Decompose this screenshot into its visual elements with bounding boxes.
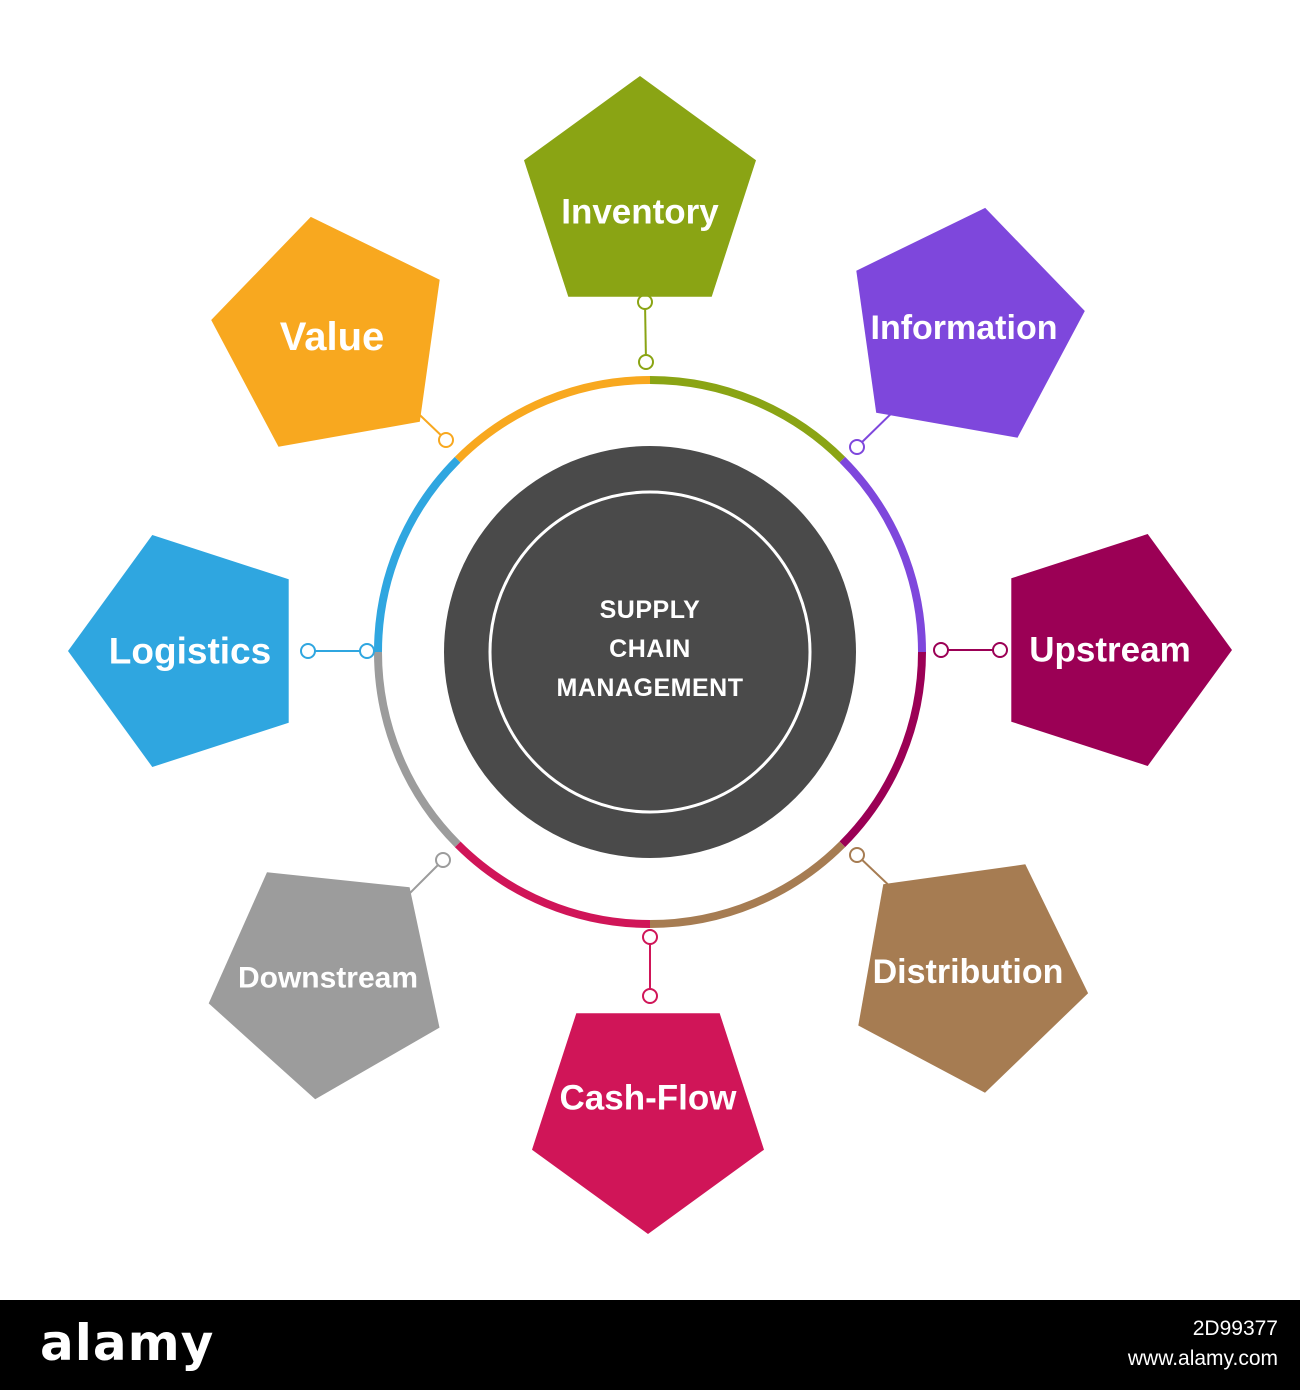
node-label-inventory: Inventory xyxy=(561,193,719,232)
pentagon-cash-flow xyxy=(532,1013,764,1234)
connector-cash-flow xyxy=(642,929,658,1004)
pentagon-value xyxy=(211,216,440,447)
node-label-value: Value xyxy=(280,315,385,359)
footer-bar: alamy 2D99377 www.alamy.com xyxy=(0,1300,1300,1390)
center-title-line-2: CHAIN xyxy=(609,635,691,663)
topic-nodes: InventoryInformationUpstreamDistribution… xyxy=(68,76,1232,1234)
ring-segment-logistics xyxy=(374,456,461,653)
pentagon-upstream xyxy=(1011,534,1232,766)
image-meta: 2D99377 www.alamy.com xyxy=(1128,1314,1278,1374)
brand-logo: alamy xyxy=(40,1314,215,1372)
image-id: 2D99377 xyxy=(1192,1317,1278,1340)
center-title-line-3: MANAGEMENT xyxy=(557,674,744,702)
site-url: www.alamy.com xyxy=(1127,1347,1278,1370)
node-label-distribution: Distribution xyxy=(873,953,1064,991)
ring-segment-information xyxy=(839,456,926,653)
pentagon-information xyxy=(856,207,1085,438)
ring-segment-upstream xyxy=(839,651,926,848)
node-label-information: Information xyxy=(871,309,1058,347)
connector-upstream xyxy=(933,642,1008,658)
outer-ring xyxy=(374,376,926,928)
pentagon-distribution xyxy=(858,864,1089,1093)
pentagon-downstream xyxy=(208,872,440,1100)
pentagon-inventory xyxy=(524,76,756,297)
node-label-upstream: Upstream xyxy=(1029,631,1190,670)
node-label-logistics: Logistics xyxy=(109,631,271,672)
pentagon-logistics xyxy=(68,535,289,767)
ring-segment-cash-flow xyxy=(454,841,651,928)
center-inner-ring xyxy=(488,490,812,814)
ring-segment-inventory xyxy=(649,376,846,463)
node-label-cash-flow: Cash-Flow xyxy=(560,1079,738,1118)
node-label-downstream: Downstream xyxy=(238,962,418,995)
ring-segment-distribution xyxy=(649,841,846,928)
ring-segment-downstream xyxy=(374,651,461,848)
connector-inventory xyxy=(637,294,654,370)
center-title-line-1: SUPPLY xyxy=(600,596,701,624)
diagram-canvas: SUPPLY CHAIN MANAGEMENT InventoryInforma… xyxy=(68,76,1232,1234)
connector-logistics xyxy=(300,643,375,659)
ring-segment-value xyxy=(454,376,651,463)
center-circle xyxy=(444,446,856,858)
